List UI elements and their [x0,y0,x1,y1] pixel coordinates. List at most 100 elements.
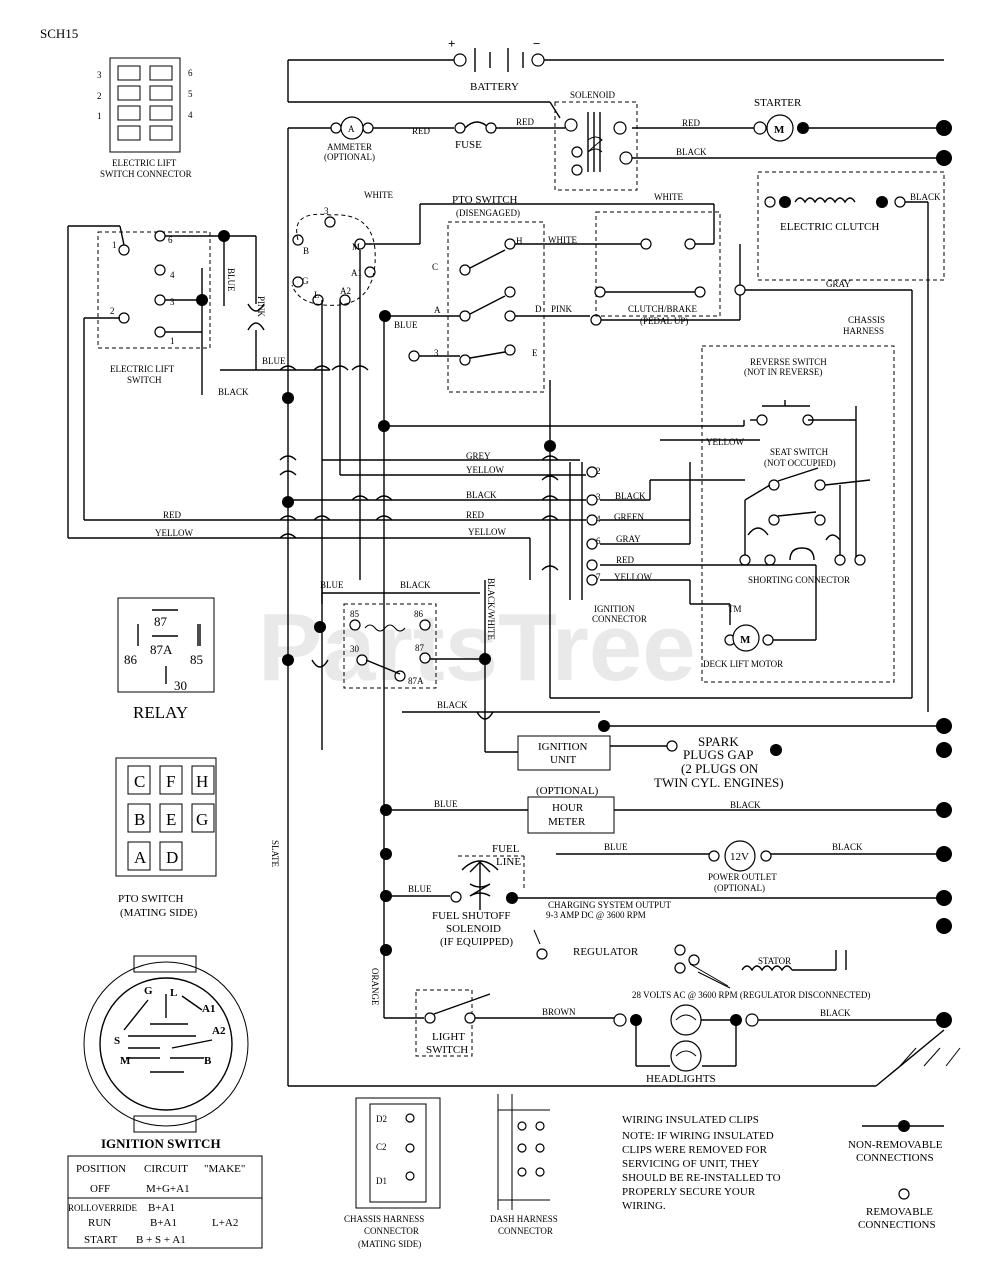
wire-black-relay-2: BLACK [437,700,468,710]
ignition-unit-label: IGNITION [538,741,588,753]
pto-m-f: F [166,772,175,791]
fuse-label: FUSE [455,139,482,151]
conn-pin-4: 4 [188,110,193,120]
dash-conn-label-2: CONNECTOR [498,1226,553,1236]
starter-m: M [774,124,785,136]
electric-lift-switch-connector: 3 2 1 6 5 4 ELECTRIC LIFT SWITCH CONNECT… [97,57,193,179]
relay-87a: 87A [150,642,173,657]
ign-face-m: M [120,1055,131,1067]
battery-minus: − [533,36,540,51]
wire-black-white: BLACK/WHITE [486,578,496,640]
ign-r0-pos: OFF [90,1183,110,1195]
wire-red-lift: RED [163,510,182,520]
electric-clutch-label: ELECTRIC CLUTCH [780,221,879,233]
deck-motor-m: M [740,634,751,646]
spark-plugs-3: (2 PLUGS ON [681,761,759,776]
ign-face-a2: A2 [212,1025,226,1037]
ground-terminal-5 [936,802,952,818]
deck-lift-motor: M DECK LIFT MOTOR [703,624,816,669]
non-removable-symbol [898,1120,910,1132]
wire-black-main: BLACK [466,490,497,500]
spark-plugs-4: TWIN CYL. ENGINES) [654,775,784,790]
wire-black-lift: BLACK [218,387,249,397]
relay-pin-85: 85 [350,609,360,619]
pto-switch-label: PTO SWITCH [452,194,518,206]
light-switch: LIGHT SWITCH [415,989,491,1057]
fuel-solenoid-label-3: (IF EQUIPPED) [440,936,513,948]
wire-gray-clutch: GRAY [826,279,851,289]
relay-pinout: 87 87A 86 85 30 RELAY [117,597,215,722]
wire-orange-trunk: ORANGE [370,968,380,1006]
sw-label-a2: A2 [340,286,351,296]
ground-terminal-8 [936,918,952,934]
pto-switch-state: (DISENGAGED) [456,208,520,218]
electric-clutch: BLACK ELECTRIC CLUTCH [757,171,945,281]
wire-blue-lift: BLUE [262,356,286,366]
ground-terminal-4 [936,742,952,758]
pto-switch-schematic: PTO SWITCH (DISENGAGED) C A 3 H D E [432,194,545,393]
wire-black-hour: BLACK [730,800,761,810]
pto-3: 3 [434,348,439,358]
watermark-tm: TM [728,604,742,614]
battery-plus: + [448,36,455,51]
lift-pin-1: 1 [112,240,117,250]
lift-pin-6: 6 [168,235,173,245]
stator: STATOR 28 VOLTS AC @ 3600 RPM (REGULATOR… [632,950,870,1000]
ign-th-circuit: CIRCUIT [144,1163,188,1175]
chassis-harness-label-2: HARNESS [843,326,884,336]
wire-green-ign: GREEN [614,512,644,522]
ign-r2-pos: RUN [88,1217,111,1229]
dash-conn-label: DASH HARNESS [490,1214,558,1224]
sw-label-b: B [303,246,309,256]
pto-h: H [516,236,523,246]
spark-plugs-1: SPARK [698,734,739,749]
wire-grey-main: GREY [466,451,491,461]
wire-red-fuse: RED [516,117,535,127]
relay-87: 87 [154,614,168,629]
light-switch-label-2: SWITCH [426,1044,468,1056]
chassis-conn-label-2: CONNECTOR [364,1226,419,1236]
ign-r2-circ: B+A1 [150,1217,177,1229]
relay-pin-86: 86 [414,609,424,619]
wire-yellow-reverse: YELLOW [706,437,744,447]
wire-yellow-main-2: YELLOW [468,527,506,537]
pto-a: A [434,305,441,315]
chassis-conn-label-3: (MATING SIDE) [358,1239,421,1249]
chassis-harness-label: CHASSIS [848,315,885,325]
relay-pin-87: 87 [415,643,425,653]
clutch-brake-label: CLUTCH/BRAKE [628,304,698,314]
relay-pin-30: 30 [350,644,360,654]
sw-label-l: L [314,290,320,300]
seat-switch-label: SEAT SWITCH [770,447,829,457]
note-line-5: PROPERLY SECURE YOUR [622,1186,756,1198]
pto-m-g: G [196,810,208,829]
dash-harness-connector: DASH HARNESS CONNECTOR [490,1094,558,1236]
electric-lift-connector-label-2: SWITCH CONNECTOR [100,169,192,179]
removable-label-2: CONNECTIONS [858,1219,936,1231]
wire-black-ign: BLACK [615,491,646,501]
reverse-switch-state: (NOT IN REVERSE) [744,367,822,377]
pto-m-e: E [166,810,176,829]
solenoid-label: SOLENOID [570,90,615,100]
note-title: WIRING INSULATED CLIPS [622,1114,759,1126]
light-switch-label: LIGHT [432,1031,465,1043]
wire-gray-ign: GRAY [616,534,641,544]
clutch-brake-switch: CLUTCH/BRAKE (PEDAL UP) [594,211,721,326]
starter-motor: M STARTER [753,97,944,142]
chassis-harness-connector: D2 C2 D1 CHASSIS HARNESS CONNECTOR (MATI… [344,1097,441,1249]
note-line-3: SERVICING OF UNIT, THEY [622,1158,759,1170]
ign-face-g: G [144,985,153,997]
relay-pin-87a: 87A [408,676,424,686]
wire-slate-trunk: SLATE [270,840,280,868]
non-removable-label: NON-REMOVABLE [848,1139,943,1151]
wire-black-relay: BLACK [400,580,431,590]
removable-symbol [898,1188,910,1200]
ground-terminal-1 [936,120,952,136]
wire-pink-pto: PINK [551,304,573,314]
conn-pin-3: 3 [97,70,102,80]
wire-black-solenoid: BLACK [676,147,707,157]
battery: + − BATTERY [288,36,944,93]
electric-lift-switch-label-2: SWITCH [127,375,162,385]
clutch-brake-state: (PEDAL UP) [640,316,688,326]
